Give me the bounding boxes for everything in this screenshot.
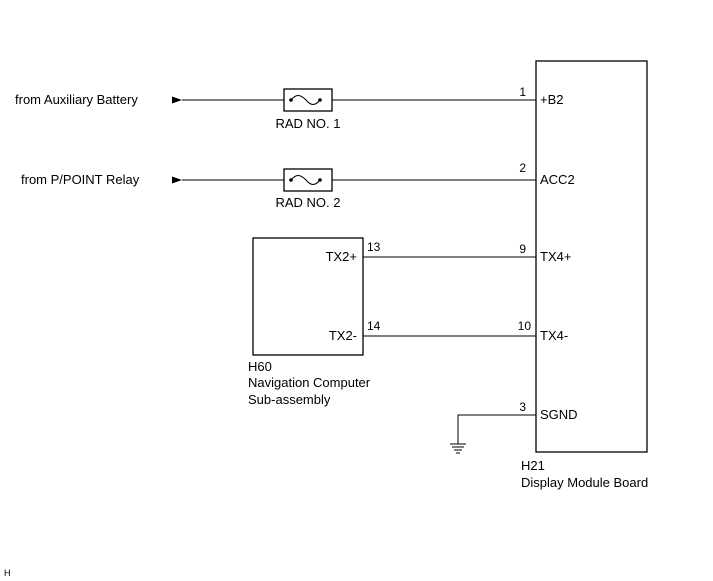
pin-2-number: 2 (519, 161, 526, 175)
pin-sgnd-label: SGND (540, 407, 578, 422)
pin-3-number: 3 (519, 400, 526, 414)
display-module-name: Display Module Board (521, 475, 648, 490)
pin-14-number: 14 (367, 319, 381, 333)
pin-tx4m-label: TX4- (540, 328, 568, 343)
nav-name-line1: Navigation Computer (248, 375, 371, 390)
pin-tx2p-label: TX2+ (326, 249, 357, 264)
navigation-computer-box (252, 237, 364, 356)
pin-9-number: 9 (519, 242, 526, 256)
source-ppoint-relay-label: from P/POINT Relay (21, 172, 140, 187)
source-aux-battery-label: from Auxiliary Battery (15, 92, 138, 107)
arrow-right-icon (172, 176, 182, 184)
ground-icon (450, 443, 466, 454)
display-connector-code: H21 (521, 458, 545, 473)
nav-name-line2: Sub-assembly (248, 392, 331, 407)
pin-acc2-label: ACC2 (540, 172, 575, 187)
footer-mark: H (4, 568, 11, 578)
pin-b2-label: +B2 (540, 92, 564, 107)
pin-tx2m-label: TX2- (329, 328, 357, 343)
pin-13-number: 13 (367, 240, 381, 254)
fuse-rad2-label: RAD NO. 2 (275, 195, 340, 210)
wire-sgnd (457, 414, 536, 444)
fuse-rad1-label: RAD NO. 1 (275, 116, 340, 131)
fuse-icon (283, 88, 333, 112)
fuse-icon (283, 168, 333, 192)
arrow-right-icon (172, 96, 182, 104)
pin-1-number: 1 (519, 85, 526, 99)
pin-tx4p-label: TX4+ (540, 249, 571, 264)
display-module-box (535, 60, 648, 453)
nav-connector-code: H60 (248, 359, 272, 374)
pin-10-number: 10 (518, 319, 532, 333)
